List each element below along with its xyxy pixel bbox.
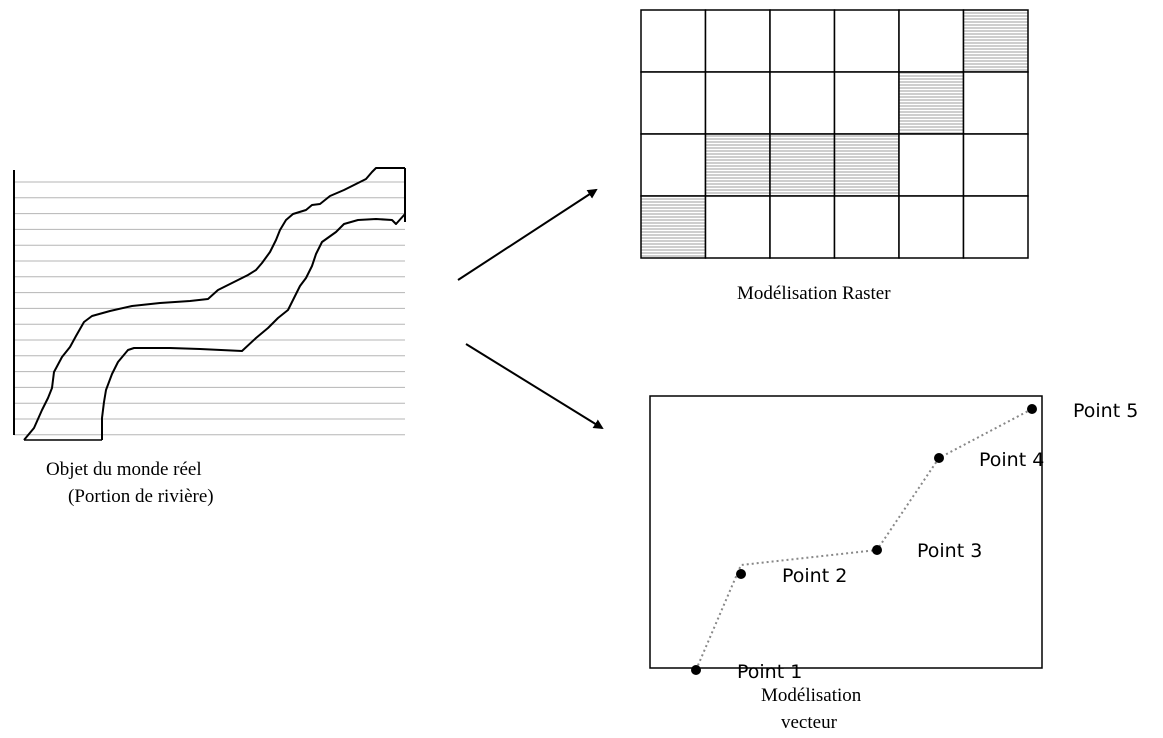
raster-cell-filled <box>833 133 900 197</box>
river-lower-bank <box>101 213 406 440</box>
river-horizontal-lines <box>14 181 405 436</box>
raster-cell-empty <box>898 133 965 197</box>
raster-cell-empty <box>833 9 900 73</box>
raster-cell-empty <box>704 9 771 73</box>
raster-cell-filled <box>704 133 771 197</box>
river-upper-bank <box>23 167 405 441</box>
vector-point-5 <box>1027 404 1037 414</box>
vector-frame <box>649 395 1043 669</box>
vector-caption-line1: Modélisation <box>761 685 862 706</box>
vector-point-label-4: Point 4 <box>979 449 1044 471</box>
raster-cell-empty <box>769 195 836 259</box>
real-world-caption-line2: (Portion de rivière) <box>68 486 214 507</box>
raster-cell-empty <box>704 195 771 259</box>
raster-cell-empty <box>962 71 1029 135</box>
raster-cell-empty <box>640 71 707 135</box>
river-object <box>13 167 406 441</box>
raster-cell-empty <box>769 9 836 73</box>
vector-polyline-group: Point 1 Point 2 Point 3 Point 4 Point 5 <box>691 400 1138 683</box>
raster-cell-empty <box>898 9 965 73</box>
raster-cell-empty <box>833 195 900 259</box>
raster-cell-filled <box>962 9 1029 73</box>
arrow-to-raster <box>457 188 598 281</box>
raster-cell-filled <box>640 195 707 259</box>
raster-cell-filled <box>769 133 836 197</box>
raster-cell-empty <box>769 71 836 135</box>
vector-point-2 <box>736 569 746 579</box>
arrow-to-vector <box>465 343 604 430</box>
raster-cell-empty <box>640 133 707 197</box>
vector-point-label-3: Point 3 <box>917 540 982 562</box>
vector-point-3 <box>872 545 882 555</box>
raster-grid <box>640 9 1029 259</box>
raster-caption: Modélisation Raster <box>737 283 891 304</box>
raster-cell-empty <box>833 71 900 135</box>
vector-caption-line2: vecteur <box>781 712 838 733</box>
vector-point-4 <box>934 453 944 463</box>
vector-point-label-5: Point 5 <box>1073 400 1138 422</box>
vector-point-label-2: Point 2 <box>782 565 847 587</box>
raster-cell-empty <box>640 9 707 73</box>
vector-point-label-1: Point 1 <box>737 661 802 683</box>
raster-cell-empty <box>898 195 965 259</box>
raster-cell-empty <box>962 195 1029 259</box>
raster-cell-empty <box>962 133 1029 197</box>
raster-cell-empty <box>704 71 771 135</box>
real-world-caption-line1: Objet du monde réel <box>46 459 202 480</box>
raster-cell-filled <box>898 71 965 135</box>
vector-point-1 <box>691 665 701 675</box>
